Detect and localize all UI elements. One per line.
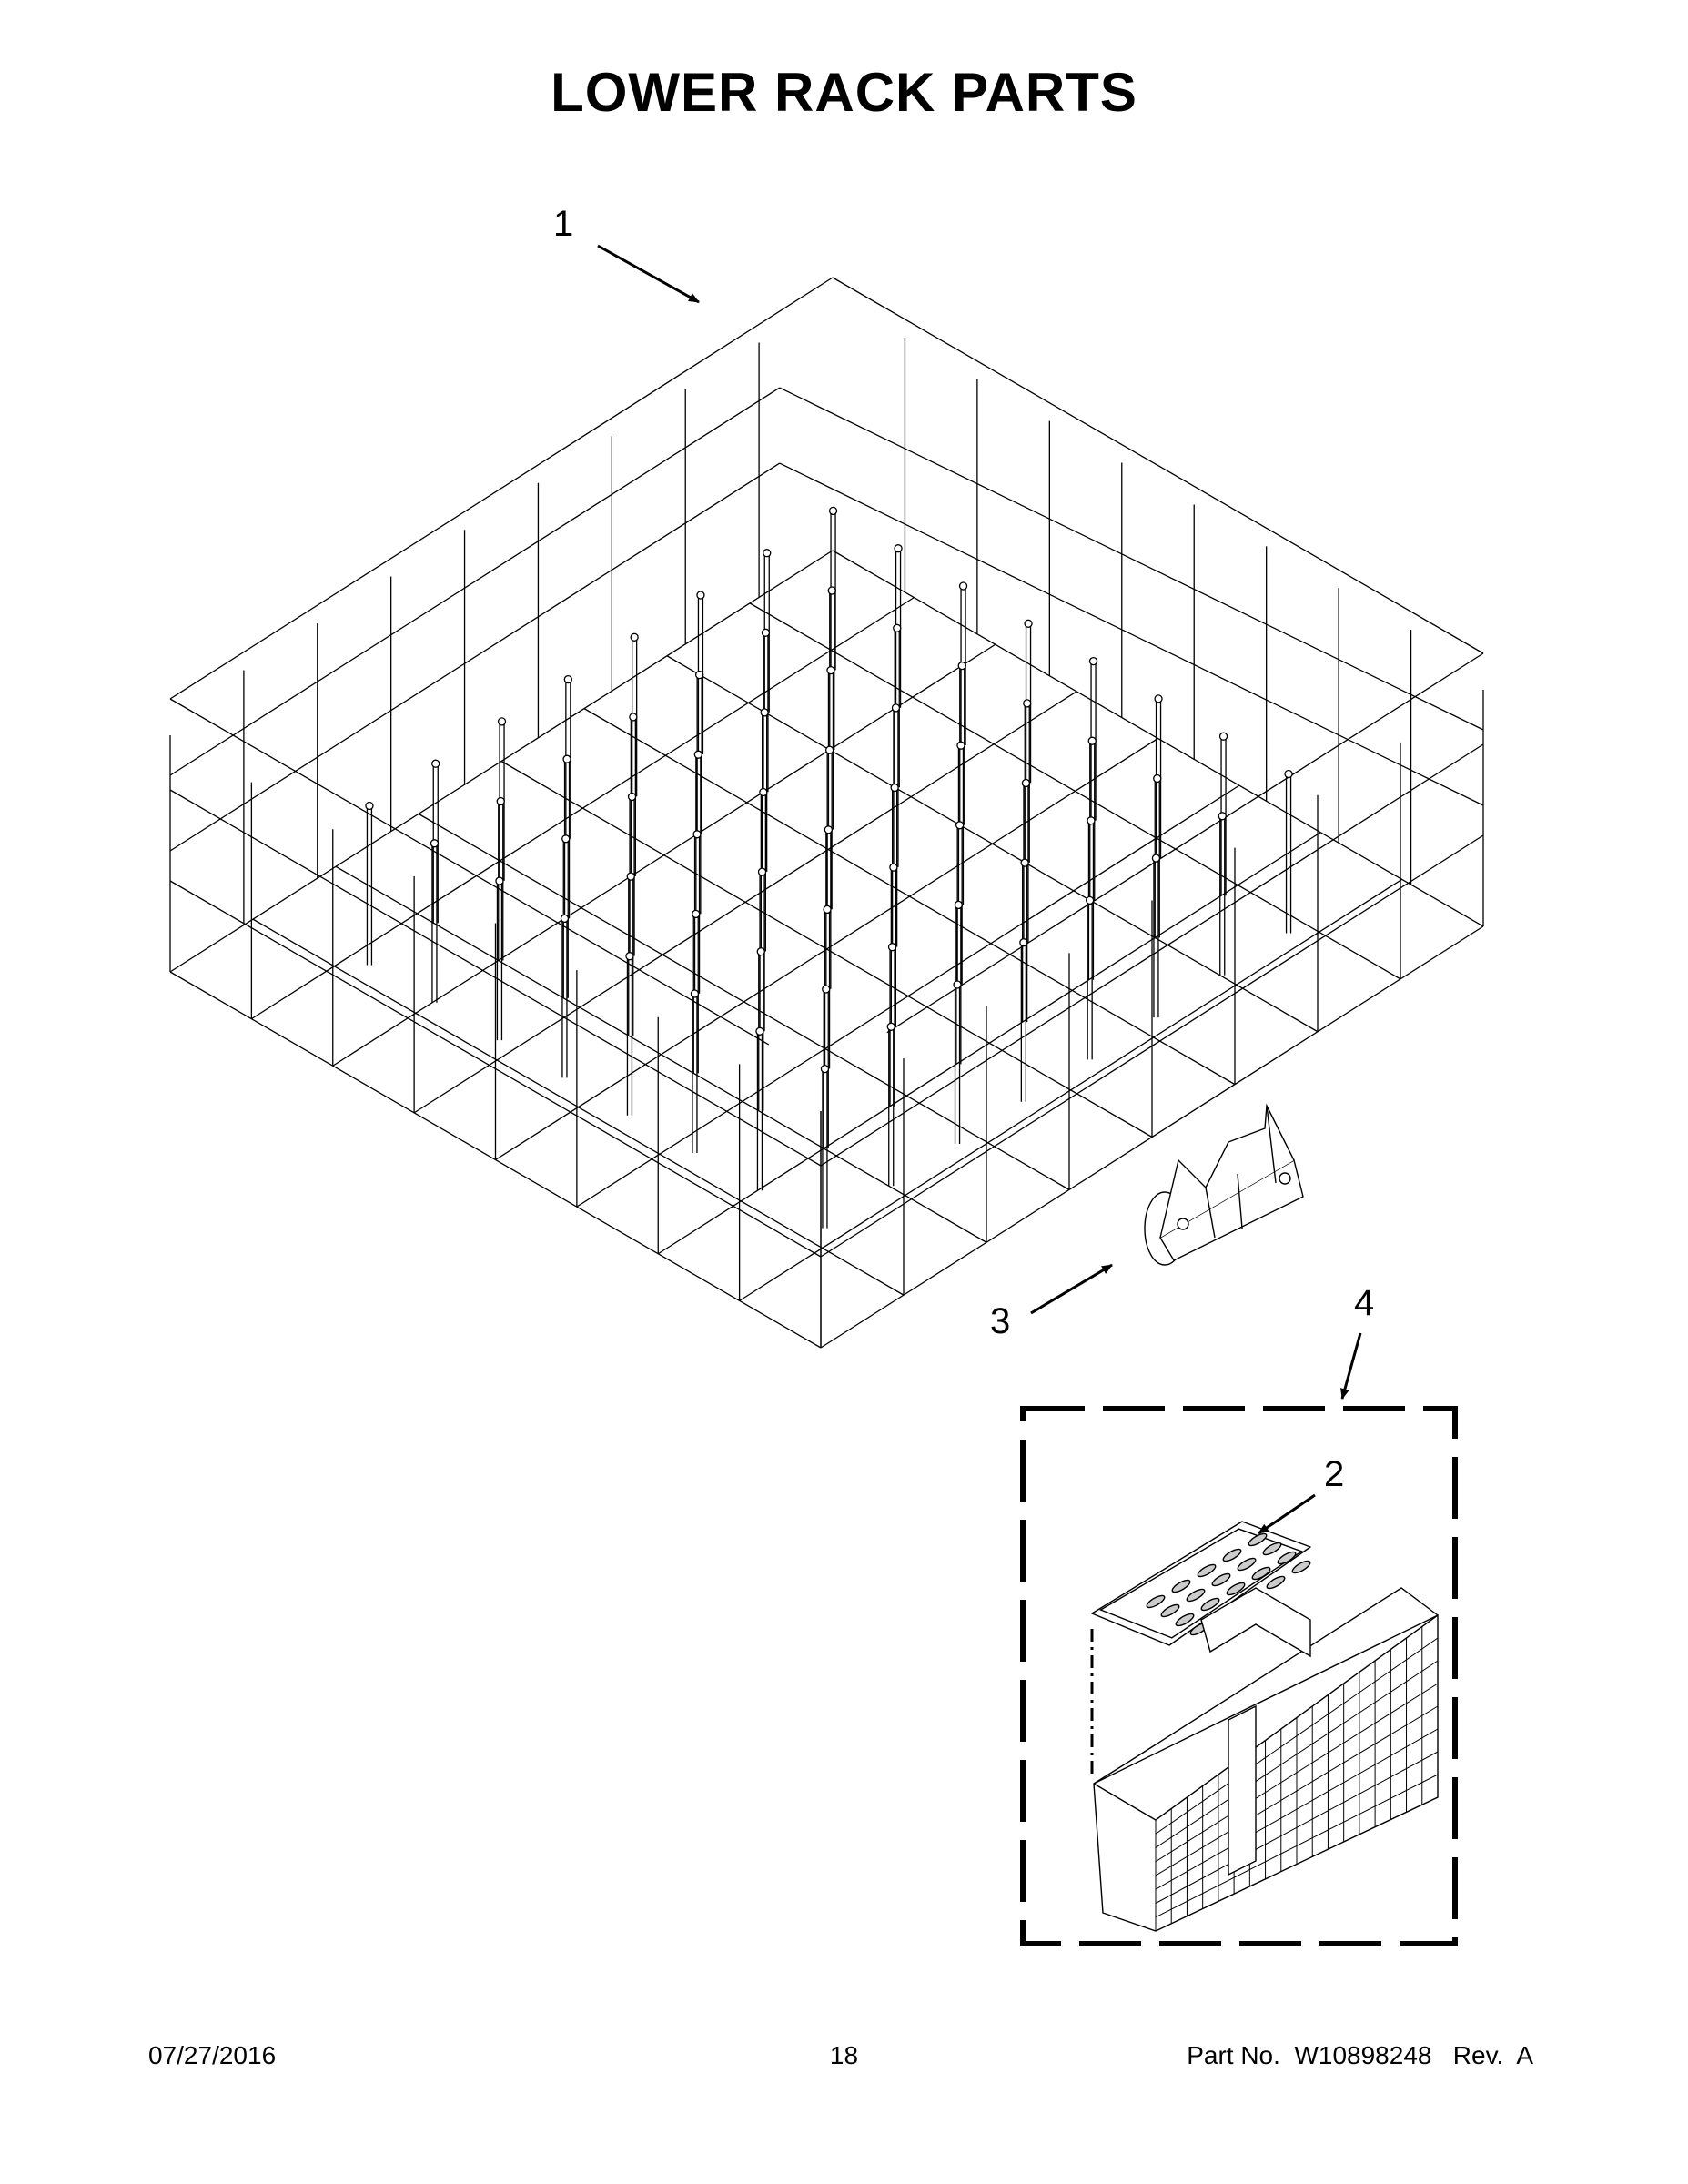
callout-1: 1: [553, 204, 574, 244]
callout-3: 3: [990, 1301, 1011, 1341]
assembly-dashed-box: [1020, 1406, 1458, 1946]
callout-arrows: [597, 244, 1362, 1535]
callout-4: 4: [1354, 1283, 1375, 1323]
footer-date: 07/27/2016: [148, 2041, 277, 2069]
footer-part-number: Part No. W10898248 Rev. A: [1187, 2041, 1533, 2069]
basket-lid-drawing: [1090, 1521, 1311, 1774]
page-title: LOWER RACK PARTS: [551, 62, 1137, 123]
lower-dishrack-drawing: [169, 277, 1484, 1349]
silverware-basket-drawing: [1093, 1587, 1439, 1932]
rack-wheel-drawing: [1144, 1103, 1304, 1266]
footer-page-number: 18: [829, 2041, 859, 2069]
callout-2: 2: [1324, 1454, 1345, 1494]
